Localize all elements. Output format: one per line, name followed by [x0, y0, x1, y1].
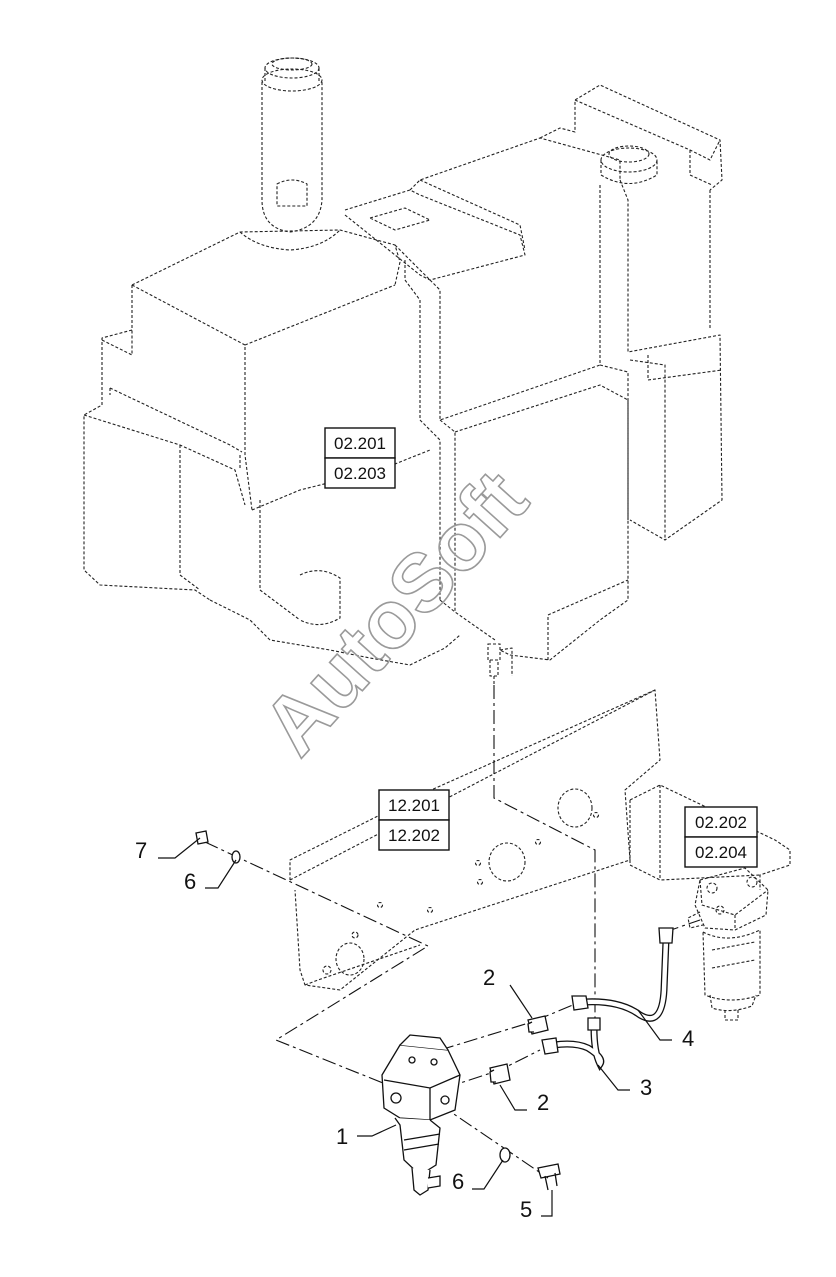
washer-6-lower	[499, 1147, 511, 1163]
callout-6-upper: 6	[184, 869, 196, 894]
fuel-hose-3	[541, 1017, 605, 1071]
ref-frame-top: 12.201	[388, 796, 440, 815]
ref-tank-top: 02.201	[334, 434, 386, 453]
ref-tank-bottom: 02.203	[334, 464, 386, 483]
fuel-prefilter-1	[381, 1034, 461, 1196]
callout-4: 4	[682, 1026, 694, 1051]
callout-2-lower: 2	[537, 1090, 549, 1115]
remote-fuel-filter	[687, 867, 769, 1021]
reference-box-filter: 02.202 02.204	[684, 806, 758, 868]
callout-6-lower: 6	[452, 1169, 464, 1194]
bolt-5	[537, 1163, 561, 1191]
callout-3: 3	[640, 1075, 652, 1100]
reference-box-tank: 02.201 02.203	[324, 427, 396, 489]
callout-2-upper: 2	[483, 965, 495, 990]
ref-filter-top: 02.202	[695, 813, 747, 832]
ref-filter-bottom: 02.204	[695, 843, 747, 862]
washer-6-upper	[231, 850, 241, 864]
callout-1: 1	[336, 1124, 348, 1149]
callout-leaders	[158, 837, 672, 1217]
banjo-fitting-lower	[489, 1063, 511, 1085]
tank-drain-valve	[487, 643, 513, 685]
callout-7: 7	[135, 838, 147, 863]
watermark-text: AutoSoft	[246, 454, 545, 772]
fuel-hose-4	[571, 927, 674, 1022]
callout-5: 5	[520, 1197, 532, 1222]
banjo-fitting-upper	[527, 1015, 549, 1035]
fuel-tank-outline	[83, 57, 723, 666]
chassis-frame-rail	[289, 689, 661, 991]
ref-frame-bottom: 12.202	[388, 826, 440, 845]
screw-7	[195, 830, 209, 845]
crossmember-bracket	[629, 784, 791, 890]
reference-box-frame: 12.201 12.202	[378, 789, 450, 851]
